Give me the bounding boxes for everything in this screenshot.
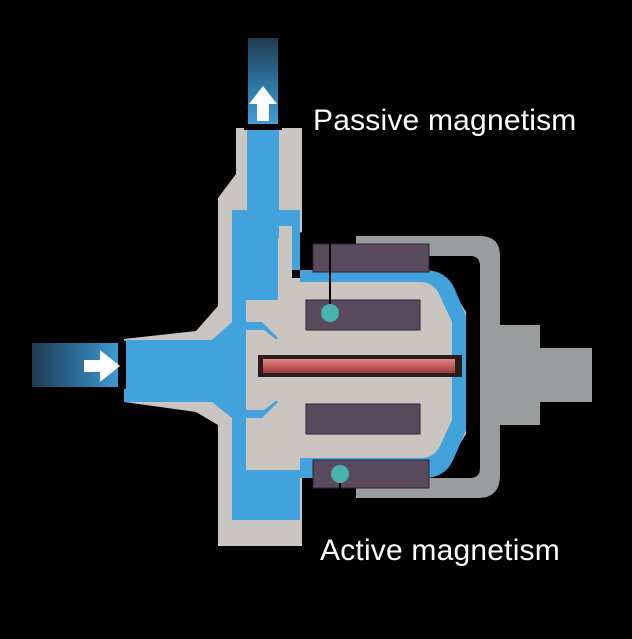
fluid-channel <box>124 128 466 520</box>
passive-magnetism-label: Passive magnetism <box>313 104 577 137</box>
impeller <box>246 330 282 410</box>
motor-frame <box>356 236 592 498</box>
active-magnetism-label: Active magnetism <box>320 534 560 567</box>
inlet-arrow-icon <box>84 350 120 382</box>
outer-magnet-bottom <box>312 459 430 489</box>
inner-magnet-bottom <box>305 403 421 435</box>
outlet-arrow-icon <box>249 86 277 121</box>
active-magnet-dot <box>331 465 349 483</box>
passive-magnet-dot <box>321 304 339 322</box>
outer-magnet-top <box>312 243 430 273</box>
